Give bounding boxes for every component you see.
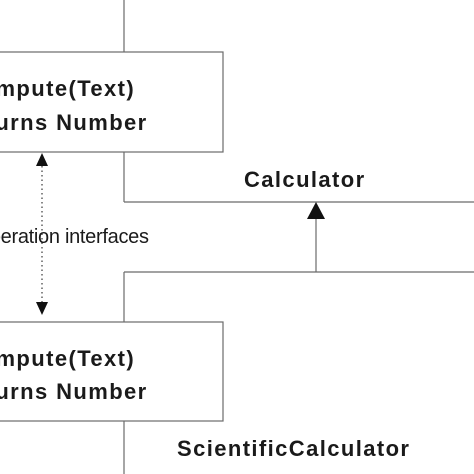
calculator-class-name: Calculator — [244, 167, 366, 192]
upper-operation-box — [0, 51, 224, 153]
relation-label: operation interfaces — [0, 226, 149, 248]
inheritance-arrowhead — [307, 202, 325, 219]
operation-link-bottom-arrowhead — [36, 302, 48, 315]
lower-operation-signature: compute(Text) — [0, 346, 135, 371]
upper-operation-return: returns Number — [0, 110, 148, 135]
operation-link-top-arrowhead — [36, 153, 48, 166]
lower-operation-return: returns Number — [0, 379, 148, 404]
scientific-calculator-class-name: ScientificCalculator — [177, 436, 410, 461]
lower-operation-box — [0, 321, 224, 422]
relation-label-backdrop — [0, 222, 40, 246]
upper-operation-signature: compute(Text) — [0, 76, 135, 101]
